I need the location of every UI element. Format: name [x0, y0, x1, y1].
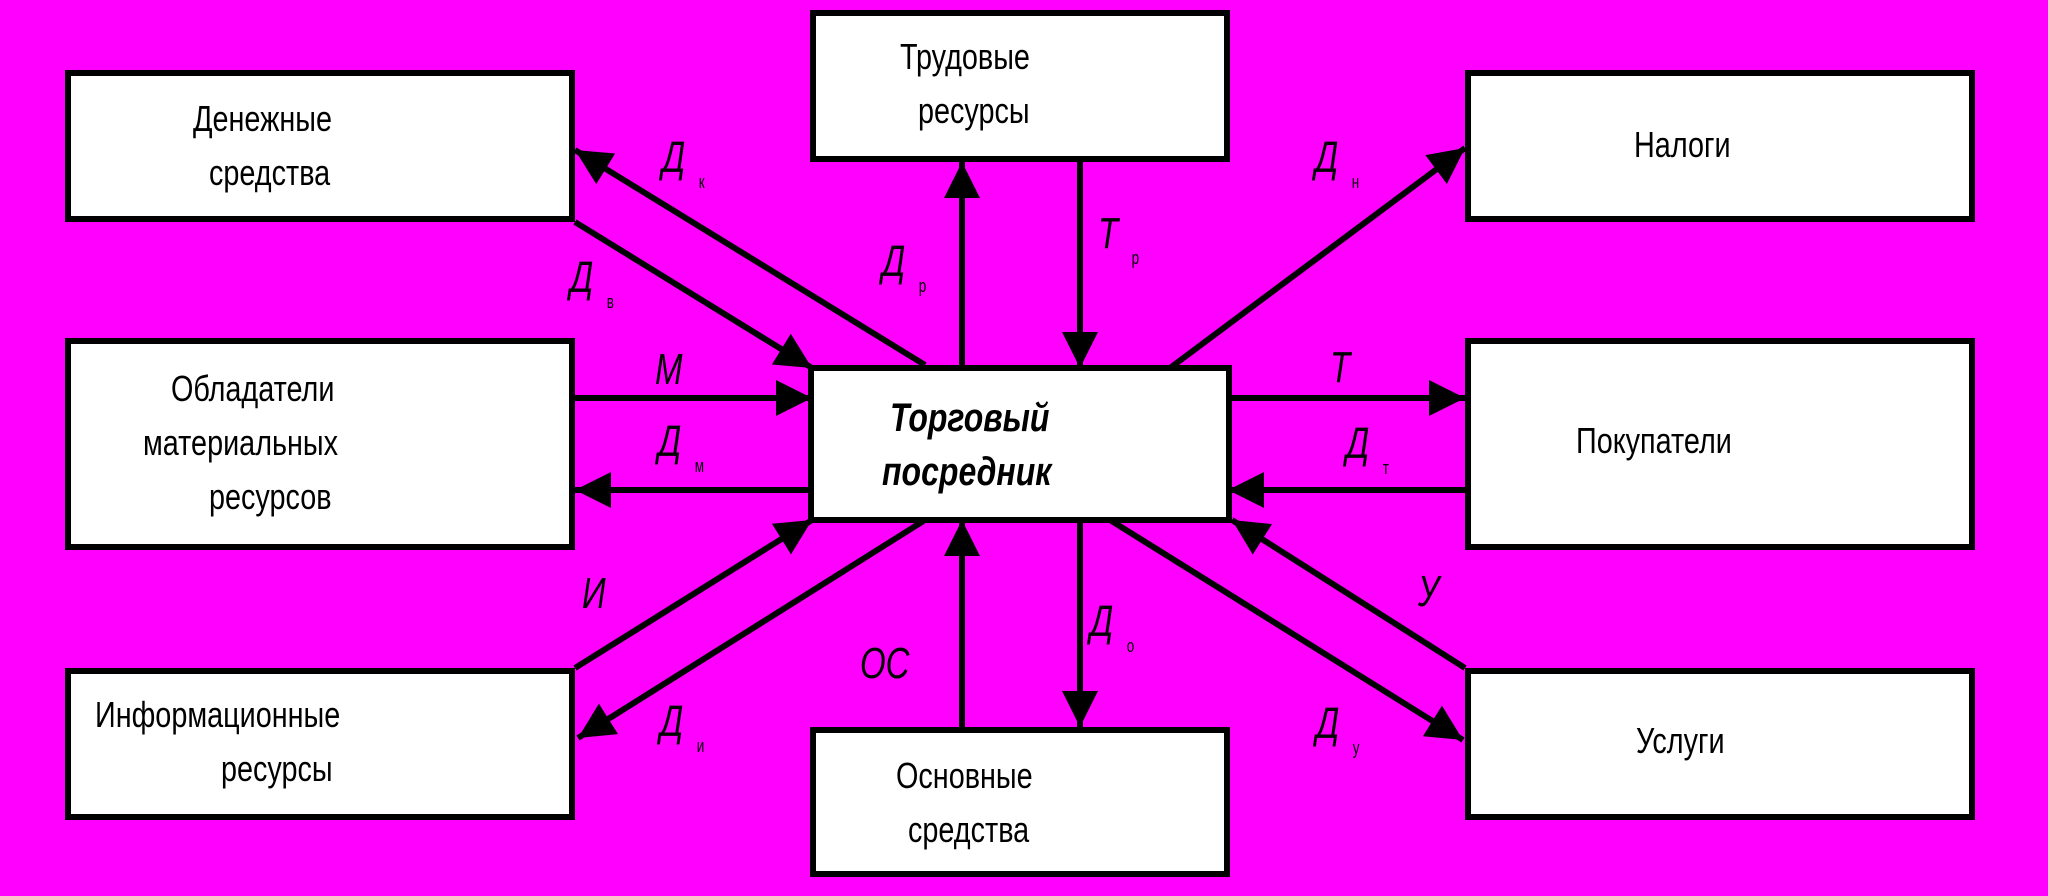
label-os-main: ОС [860, 639, 910, 688]
label-u: У [1418, 570, 1439, 614]
label-i: И [582, 572, 606, 616]
label-m: М [655, 348, 682, 392]
arrow-center-to-info [576, 517, 927, 741]
label-dt-sub: т [1382, 458, 1389, 478]
box-material-line2: материальных [143, 422, 339, 463]
box-buyers-line1: Покупатели [1576, 420, 1732, 461]
label-du-sub: у [1352, 738, 1360, 758]
arrow-money-to-center [573, 219, 814, 371]
label-tr-main: Т [1098, 209, 1119, 258]
arrow-center-to-services [1108, 517, 1465, 743]
box-buyers: Покупатели [1465, 338, 1975, 550]
label-dn-main: Д [1315, 133, 1339, 182]
box-labor: Трудовые ресурсы [810, 10, 1230, 162]
box-labor-line1: Трудовые [900, 36, 1030, 77]
box-material: Обладатели материальных ресурсов [65, 338, 575, 550]
box-material-line1: Обладатели [171, 368, 335, 409]
label-dn-sub: н [1351, 172, 1360, 192]
box-taxes-line1: Налоги [1634, 124, 1731, 165]
label-dr-main: Д [882, 237, 906, 286]
box-money-line2: средства [209, 152, 331, 193]
box-info: Информационные ресурсы [65, 668, 575, 820]
label-m-main: М [655, 345, 683, 394]
arrow-center-to-taxes [1168, 145, 1467, 371]
label-dr-sub: р [918, 276, 927, 296]
arrow-services-to-center [1230, 517, 1467, 671]
box-info-line1: Информационные [95, 694, 341, 735]
label-dk-sub: к [698, 172, 705, 192]
label-tr-sub: р [1131, 248, 1140, 268]
label-t: Т [1330, 346, 1350, 390]
box-fixed: Основные средства [810, 727, 1230, 877]
box-info-line2: ресурсы [221, 748, 333, 789]
label-di-main: Д [660, 697, 684, 746]
label-du-main: Д [1316, 699, 1340, 748]
box-labor-line2: ресурсы [918, 90, 1030, 131]
box-money-line1: Денежные [193, 98, 333, 139]
label-u-main: У [1418, 567, 1440, 616]
label-do-sub: о [1126, 636, 1135, 656]
label-dm-sub: м [694, 456, 705, 476]
box-taxes: Налоги [1465, 70, 1975, 222]
label-dt-main: Д [1346, 419, 1370, 468]
box-services-line1: Услуги [1636, 720, 1725, 761]
label-i-main: И [582, 569, 606, 618]
box-center-line1: Торговый [890, 396, 1050, 440]
arrow-center-to-money [573, 147, 927, 368]
label-do-main: Д [1090, 597, 1114, 646]
label-dm-main: Д [658, 417, 682, 466]
box-services: Услуги [1465, 668, 1975, 820]
label-os: ОС [860, 642, 910, 686]
label-dv-main: Д [570, 253, 594, 302]
box-center-line2: посредник [882, 450, 1052, 494]
arrow-info-to-center [573, 517, 814, 671]
box-fixed-line2: средства [908, 809, 1030, 850]
box-money: Денежные средства [65, 70, 575, 222]
label-di-sub: и [696, 736, 705, 756]
label-dk-main: Д [662, 133, 686, 182]
label-dv-sub: в [606, 292, 614, 312]
label-t-main: Т [1330, 343, 1351, 392]
box-center: Торговый посредник [808, 365, 1232, 523]
box-fixed-line1: Основные [896, 755, 1033, 796]
box-material-line3: ресурсов [209, 476, 332, 517]
